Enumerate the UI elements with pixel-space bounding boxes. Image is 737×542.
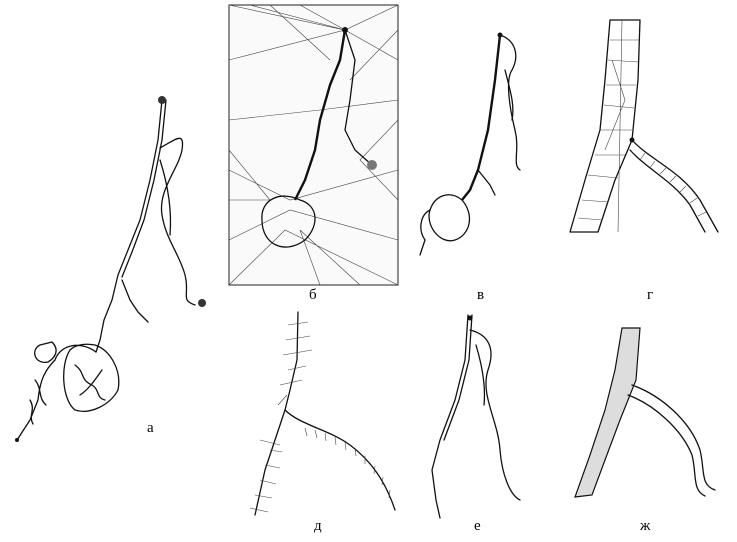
panel-label-a: а (147, 420, 154, 436)
panel-zh-river-sketch (574, 327, 716, 498)
panel-g-voronoi-sketch (569, 19, 719, 233)
panel-v-river-sketch (419, 32, 521, 256)
panel-e-river-sketch (431, 314, 521, 519)
panel-label-b: б (309, 287, 317, 303)
panel-a-river-sketch (15, 96, 206, 442)
panel-label-zh: ж (640, 518, 651, 534)
panel-label-d: д (314, 518, 322, 534)
panel-label-g: г (647, 287, 654, 303)
panel-d-skeleton (249, 311, 396, 516)
panel-label-v: в (477, 287, 485, 303)
panel-label-e: е (474, 518, 481, 534)
panel-b-triangulation (228, 4, 399, 286)
